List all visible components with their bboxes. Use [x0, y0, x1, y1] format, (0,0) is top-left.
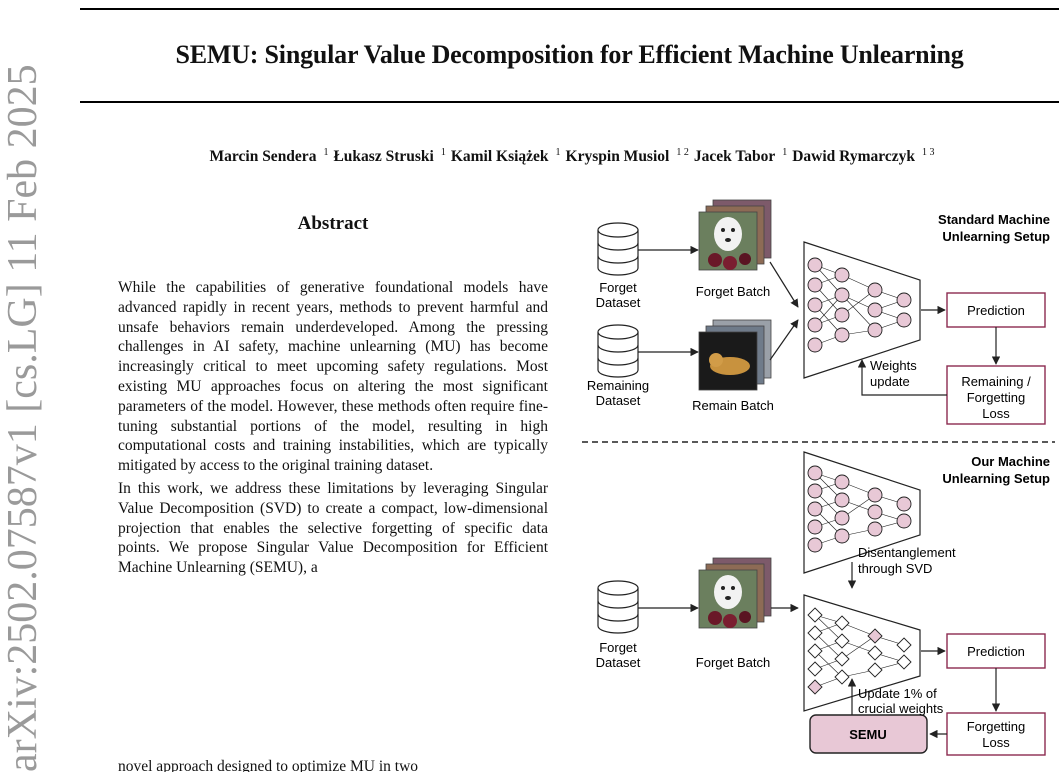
weights-update-label-line1: Weights: [870, 358, 917, 373]
author-list: Marcin Sendera 1 Łukasz Struski 1 Kamil Ksią…: [80, 147, 1059, 166]
arxiv-identifier: arXiv:2502.07587v1 [cs.LG] 11 Feb 2025: [0, 64, 46, 772]
forgetting-loss-label-line1: Forgetting: [967, 719, 1026, 734]
prediction-box: [946, 292, 1046, 328]
disentanglement-label-line1: Disentanglement: [858, 545, 956, 560]
abstract-paragraph-2-continued: novel approach designed to optimize MU i…: [118, 758, 419, 772]
author-name: Kryspin Musiol: [565, 148, 670, 166]
paper-title: SEMU: Singular Value Decomposition for E…: [175, 40, 964, 69]
standard-setup-title-line1: Standard Machine: [938, 212, 1050, 227]
abstract-heading: Abstract: [297, 213, 369, 234]
forget-batch-images-bottom: [698, 557, 772, 629]
abstract-paragraph-1: While the capabilities of generative fou…: [118, 279, 548, 475]
author-affiliation: 1 3: [921, 147, 935, 158]
forget-dataset-bottom-label-line1: Forget: [599, 640, 637, 655]
method-figure: Standard Machine Unlearning Setup Forget…: [582, 199, 1055, 756]
remaining-dataset-icon: [597, 324, 639, 378]
forget-batch-label: Forget Batch: [696, 284, 770, 299]
forget-dataset-icon-bottom: [597, 580, 639, 634]
title-bottom-rule: [80, 101, 1059, 103]
remaining-dataset-label-line1: Remaining: [587, 378, 649, 393]
author-name: Jacek Tabor: [693, 148, 776, 166]
abstract-paragraph-2: In this work, we address these limitatio…: [118, 480, 548, 577]
loss-label-line1: Remaining /: [961, 374, 1031, 389]
author-affiliation: 1: [555, 147, 561, 158]
forget-dataset-label-line2: Dataset: [596, 295, 641, 310]
standard-setup-title-line2: Unlearning Setup: [942, 229, 1050, 244]
prediction-bottom-label: Prediction: [967, 644, 1025, 659]
author-name: Marcin Sendera: [209, 148, 317, 166]
disentanglement-label-line2: through SVD: [858, 561, 932, 576]
standard-network: [803, 241, 921, 379]
original-network: [803, 451, 921, 574]
remain-batch-label: Remain Batch: [692, 398, 774, 413]
remaining-forgetting-loss-box: [946, 365, 1046, 425]
remaining-dataset-label-line2: Dataset: [596, 393, 641, 408]
title-top-rule: [80, 8, 1059, 10]
prediction-box-bottom: [946, 633, 1046, 669]
prediction-label: Prediction: [967, 303, 1025, 318]
forget-batch-images: [698, 199, 772, 271]
remain-batch-images: [698, 319, 772, 391]
weights-update-label-line2: update: [870, 374, 910, 389]
semu-label: SEMU: [849, 727, 887, 742]
our-setup-title-line1: Our Machine: [971, 454, 1050, 469]
our-setup-title-line2: Unlearning Setup: [942, 471, 1050, 486]
author-affiliation: 1: [323, 147, 329, 158]
forget-dataset-label-line1: Forget: [599, 280, 637, 295]
forgetting-loss-box: [946, 712, 1046, 756]
author-affiliation: 1: [440, 147, 446, 158]
loss-label-line3: Loss: [982, 406, 1010, 421]
forget-dataset-icon: [597, 222, 639, 276]
update-crucial-label-line2: crucial weights: [858, 701, 944, 716]
svd-network: [803, 594, 921, 712]
forget-batch-bottom-label: Forget Batch: [696, 655, 770, 670]
forgetting-loss-label-line2: Loss: [982, 735, 1010, 750]
update-crucial-label-line1: Update 1% of: [858, 686, 937, 701]
semu-box: [809, 714, 928, 754]
author-affiliation: 1 2: [676, 147, 689, 158]
author-affiliation: 1: [782, 147, 788, 158]
author-name: Dawid Rymarczyk: [792, 148, 915, 166]
author-name: Łukasz Struski: [333, 148, 434, 166]
loss-label-line2: Forgetting: [967, 390, 1026, 405]
author-name: Kamil Książek: [450, 148, 549, 166]
forget-dataset-bottom-label-line2: Dataset: [596, 655, 641, 670]
